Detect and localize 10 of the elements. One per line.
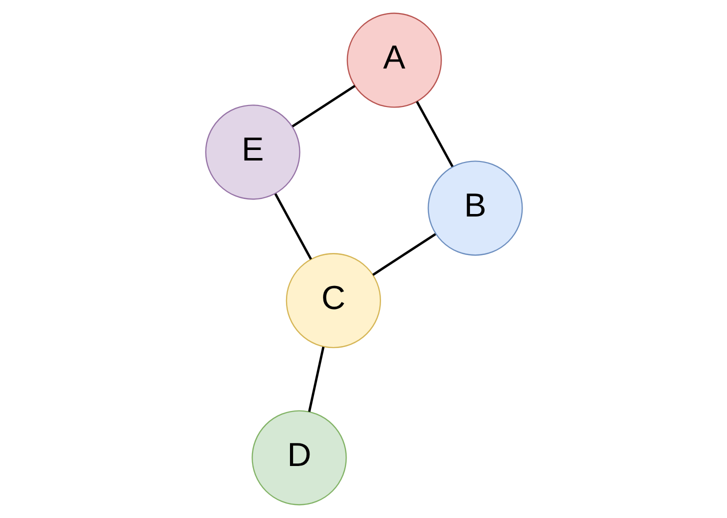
node-circle: B: [427, 160, 522, 256]
connector: [372, 233, 436, 276]
node-circle: C: [285, 253, 381, 348]
node-circle: E: [204, 104, 300, 200]
node-circle: D: [251, 410, 346, 506]
connector: [308, 346, 324, 412]
node-circle: A: [346, 12, 442, 108]
connector: [415, 100, 454, 168]
connector: [274, 193, 312, 260]
connector: [291, 84, 356, 128]
